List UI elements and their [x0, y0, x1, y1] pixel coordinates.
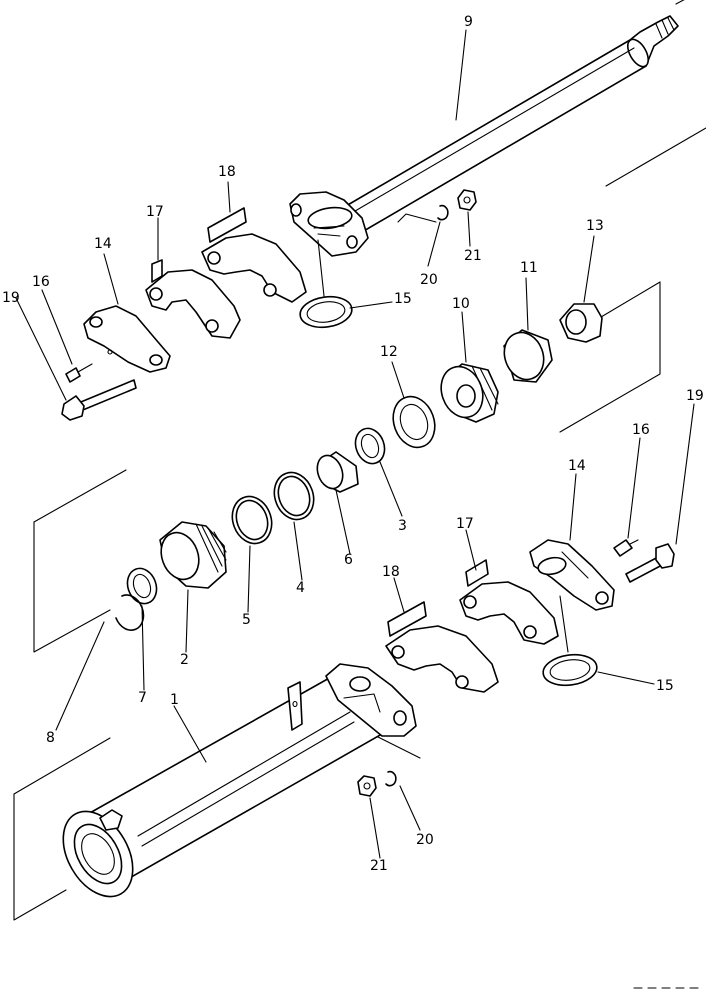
label-part-20-lower: 20	[416, 832, 434, 848]
cylinder-tube-part	[62, 663, 417, 898]
cap-part-upper	[83, 305, 171, 373]
label-part-8: 8	[46, 730, 55, 746]
clamp-upper-17	[145, 259, 241, 339]
piston-10	[440, 363, 499, 423]
label-part-2: 2	[180, 652, 189, 668]
label-part-3: 3	[398, 518, 407, 534]
ring-3	[354, 427, 386, 465]
label-part-17-lower: 17	[456, 516, 474, 532]
label-part-21-lower: 21	[370, 858, 388, 874]
label-part-21-upper: 21	[464, 248, 482, 264]
label-part-16-upper: 16	[32, 274, 50, 290]
grease-nipple-upper	[65, 363, 93, 383]
label-part-11: 11	[520, 260, 538, 276]
wear-ring-12	[392, 395, 436, 449]
label-part-14-upper: 14	[94, 236, 112, 252]
grouping-lines	[13, 0, 706, 921]
label-part-4: 4	[296, 580, 305, 596]
bolt-lower	[625, 543, 675, 583]
clamp-lower-18	[385, 601, 499, 693]
label-part-12: 12	[380, 344, 398, 360]
label-part-14-lower: 14	[568, 458, 586, 474]
label-part-7: 7	[138, 690, 147, 706]
label-part-1: 1	[170, 692, 179, 708]
cap-part-lower	[529, 539, 615, 611]
label-part-19-upper: 19	[2, 290, 20, 306]
head-nut-13	[559, 303, 603, 343]
label-part-15-lower: 15	[656, 678, 674, 694]
part-number-labels: 9 18 17 14 16 19 15 20 21 11 13 10 12 19…	[2, 14, 704, 874]
grease-nipple-lower	[613, 539, 639, 557]
label-part-13: 13	[586, 218, 604, 234]
label-part-16-lower: 16	[632, 422, 650, 438]
seal-ring-upper	[299, 295, 353, 329]
snap-ring-lower	[385, 770, 397, 787]
piston-rod-part	[289, 15, 679, 257]
label-part-17-upper: 17	[146, 204, 164, 220]
label-part-5: 5	[242, 612, 251, 628]
label-part-6: 6	[344, 552, 353, 568]
bushing-6	[316, 451, 359, 493]
backup-ring-5	[231, 495, 273, 545]
snap-ring-upper	[437, 204, 449, 221]
bushing-11	[503, 329, 553, 383]
bolt-upper	[61, 379, 137, 421]
label-part-15-upper: 15	[394, 291, 412, 307]
label-part-20-upper: 20	[420, 272, 438, 288]
o-ring-4	[273, 471, 315, 521]
nut-lower	[357, 775, 377, 797]
label-part-9: 9	[464, 14, 473, 30]
dust-seal-7	[126, 567, 158, 605]
label-part-19-lower: 19	[686, 388, 704, 404]
label-part-18-upper: 18	[218, 164, 236, 180]
leader-lines	[15, 29, 695, 859]
nut-upper	[457, 189, 477, 211]
seal-ring-lower	[542, 653, 598, 687]
label-part-10: 10	[452, 296, 470, 312]
clamp-lower-17	[459, 559, 559, 645]
cylinder-head-2	[159, 521, 227, 589]
label-part-18-lower: 18	[382, 564, 400, 580]
clamp-upper-18	[201, 207, 307, 303]
